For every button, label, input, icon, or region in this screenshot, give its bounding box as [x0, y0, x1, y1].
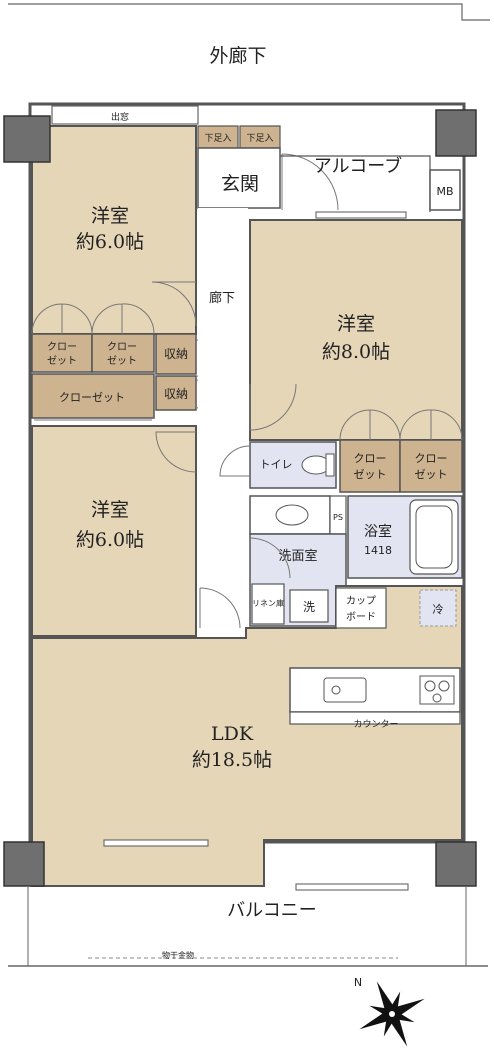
room-3-size: 約6.0帖 [76, 529, 144, 551]
cupboard-line1: カップ [346, 595, 376, 607]
pillar-bottom-left [3, 841, 45, 887]
window-room2 [315, 211, 407, 219]
shoe-box-1-label: 下足入 [204, 133, 231, 144]
meter-box [429, 169, 461, 211]
closet-a [31, 333, 93, 373]
alcove-label: アルコーブ [314, 155, 402, 177]
toilet-tank-icon [325, 453, 335, 477]
ldk-size: 約18.5帖 [192, 749, 272, 771]
closet-d [339, 439, 401, 493]
storage-2-label: 収納 [164, 387, 188, 401]
bay-window [51, 105, 199, 125]
sink-icon [275, 504, 309, 526]
bathtub-inner [415, 505, 453, 569]
bath-name: 浴室 [364, 523, 392, 540]
room-3-door [155, 431, 197, 473]
storage-1-label: 収納 [164, 347, 188, 361]
pillar-bottom-right [435, 841, 477, 887]
closet-b-line2: ゼット [107, 355, 137, 367]
ldk-name: LDK [211, 723, 254, 745]
entrance-door [281, 153, 339, 211]
closet-ab-arcs [31, 303, 155, 335]
closet-c-label: クローゼット [59, 391, 125, 404]
burner-2-icon [438, 680, 450, 692]
linen-label: リネン庫 [252, 598, 284, 608]
burner-3-icon [432, 693, 442, 703]
entrance-label: 玄関 [221, 173, 259, 195]
closet-d-line2: ゼット [354, 468, 387, 481]
breakfast-counter [289, 711, 461, 725]
closet-e [399, 439, 463, 493]
washroom-door [249, 537, 291, 579]
closet-e-line2: ゼット [415, 468, 448, 481]
north-label: N [354, 976, 362, 989]
meter-box-label: MB [436, 185, 453, 198]
cupboard [335, 587, 387, 629]
ldk [31, 585, 463, 887]
bay-window-label: 出窓 [111, 111, 129, 123]
kitchen-sink-drain-icon [331, 685, 341, 695]
closet-c [31, 373, 155, 419]
ps-label: PS [333, 513, 343, 522]
stove-icon [419, 675, 455, 705]
room-2-door [249, 383, 297, 431]
storage-2 [155, 375, 197, 411]
cupboard-line2: ボード [346, 611, 376, 623]
room-3-name: 洋室 [91, 499, 129, 521]
hallway [198, 208, 248, 586]
closet-b-line1: クロー [107, 341, 137, 353]
window-ldk-left [103, 839, 209, 847]
bath-size: 1418 [364, 544, 392, 557]
fridge-label: 冷 [433, 603, 444, 616]
room-1 [31, 125, 197, 335]
closet-de-arcs [339, 409, 463, 441]
north-compass-icon [359, 981, 425, 1047]
closet-b [91, 333, 155, 373]
pillar-top-right [435, 109, 477, 157]
kitchen-sink-icon [323, 677, 367, 703]
room-2-name: 洋室 [337, 313, 375, 335]
shoe-box-2-label: 下足入 [246, 133, 273, 144]
corridor-rail [8, 3, 490, 21]
ldk-door [199, 587, 241, 629]
drying-rack-label: 物干金物 [162, 950, 194, 960]
closet-a-line2: ゼット [47, 355, 77, 367]
entrance [197, 147, 281, 209]
closet-a-line1: クロー [47, 341, 77, 353]
closet-d-line1: クロー [354, 452, 387, 465]
room-2 [249, 219, 463, 441]
storage-1 [155, 333, 197, 375]
closet-e-line1: クロー [415, 452, 448, 465]
room-1-name: 洋室 [91, 205, 129, 227]
washroom-label: 洗面室 [278, 548, 317, 564]
pillar-top-left [3, 115, 51, 163]
room-1-size: 約6.0帖 [76, 231, 144, 253]
washer-pan [289, 589, 329, 623]
fridge-space [419, 589, 457, 627]
outer-corridor-label: 外廊下 [209, 45, 266, 67]
toilet-label: トイレ [260, 458, 293, 471]
toilet-door [219, 445, 251, 477]
room-2-size: 約8.0帖 [322, 341, 390, 363]
burner-1-icon [424, 680, 436, 692]
counter-label: カウンター [353, 719, 398, 730]
washer-label: 洗 [303, 600, 315, 614]
hallway-label: 廊下 [209, 290, 235, 306]
room-1-door [151, 281, 197, 327]
window-ldk-right [295, 883, 409, 891]
balcony-label: バルコニー [227, 900, 317, 921]
linen-closet [251, 583, 285, 625]
